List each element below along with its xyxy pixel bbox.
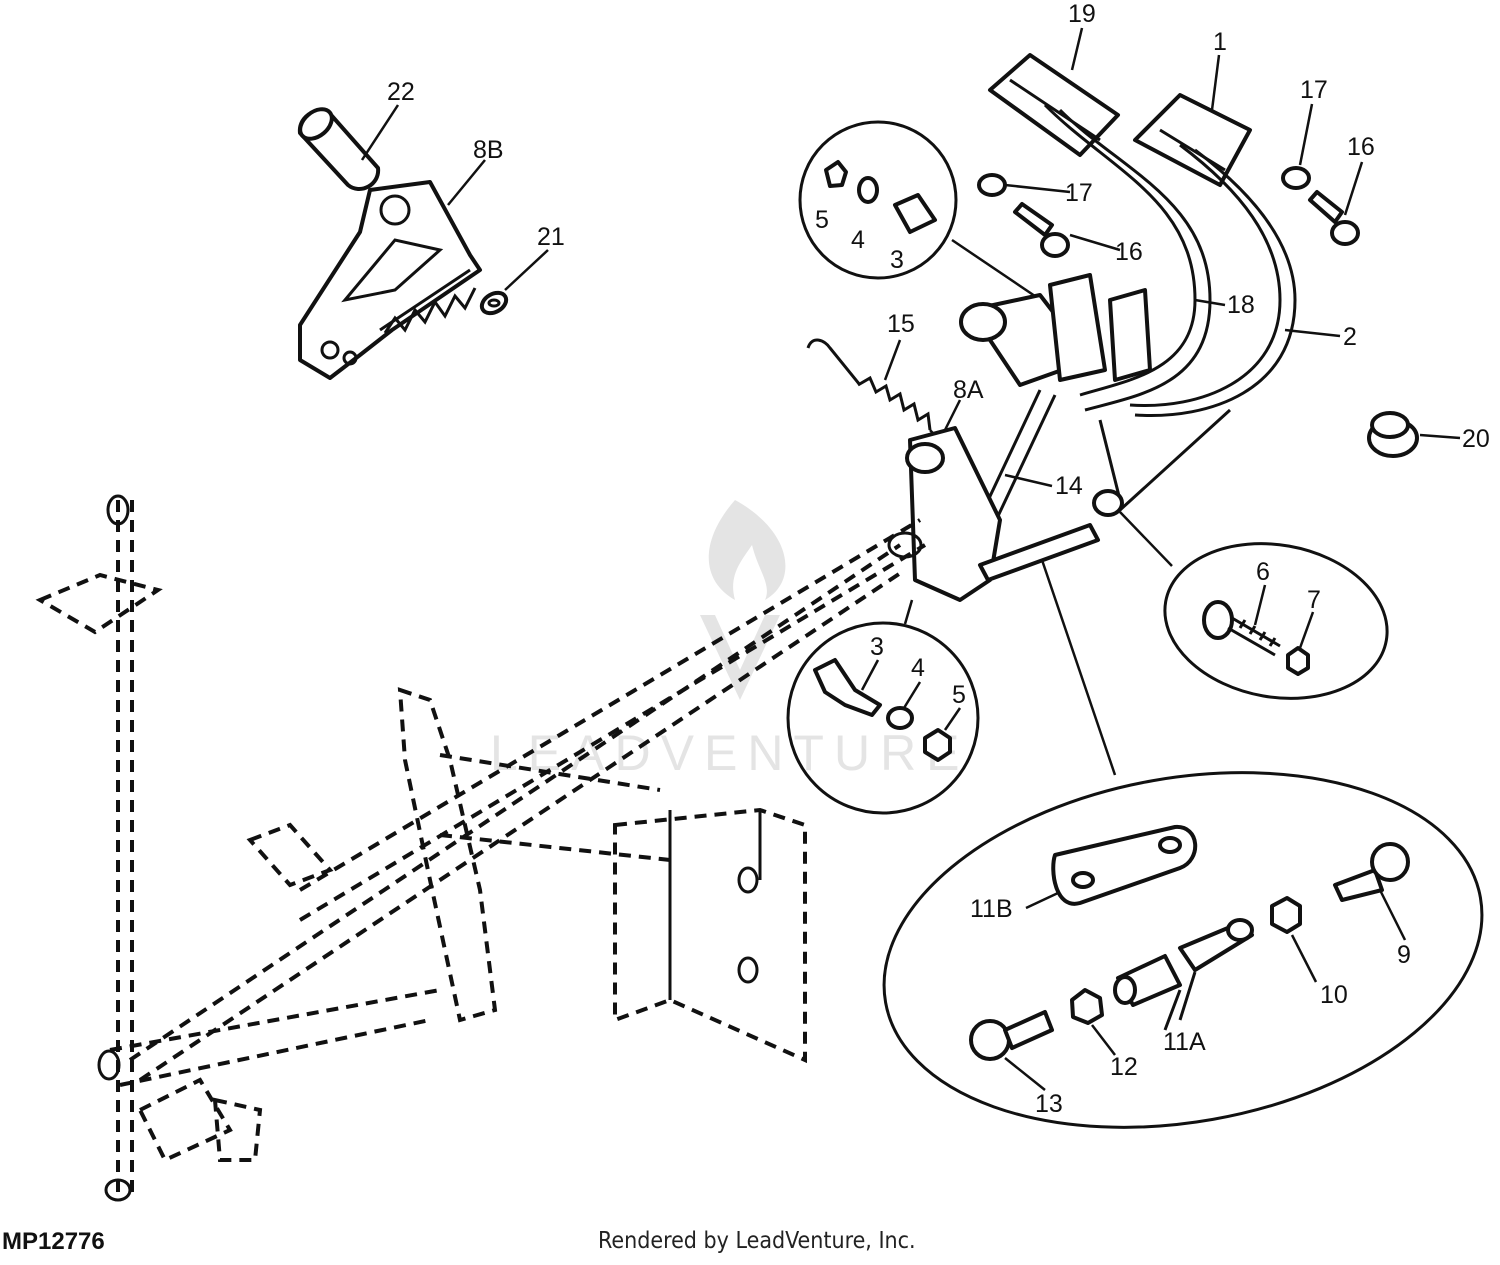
callout-4-top: 4	[851, 226, 865, 254]
callout-18: 18	[1227, 291, 1255, 319]
callout-8b: 8B	[473, 136, 504, 164]
render-credit: Rendered by LeadVenture, Inc.	[598, 1228, 916, 1254]
detail-ellipse-6-7	[1119, 511, 1389, 700]
callout-7: 7	[1307, 586, 1321, 614]
callout-6: 6	[1256, 558, 1270, 586]
washer-17-top	[977, 166, 1311, 197]
callout-14: 14	[1055, 472, 1083, 500]
diagram-code: MP12776	[2, 1228, 105, 1255]
callout-13: 13	[1035, 1090, 1063, 1118]
part-22-bushing	[297, 107, 381, 191]
part-18-pedal-arm	[1043, 103, 1212, 412]
part-2-pedal-arm	[1129, 143, 1297, 418]
part-19-pedal-pad	[988, 53, 1120, 157]
callout-leaders-top-right	[883, 27, 1461, 488]
part-20-plug	[1367, 411, 1419, 458]
callout-9: 9	[1397, 941, 1411, 969]
callout-22: 22	[387, 78, 415, 106]
callout-12: 12	[1110, 1053, 1138, 1081]
pedal-pivot-shaft	[959, 273, 1152, 387]
callout-16-left: 16	[1115, 238, 1143, 266]
callout-3-bottom: 3	[870, 633, 884, 661]
callout-15: 15	[887, 310, 915, 338]
callout-8a: 8A	[953, 376, 984, 404]
part-21-washer	[479, 290, 509, 316]
callout-4-bottom: 4	[911, 654, 925, 682]
callout-11b: 11B	[970, 895, 1013, 923]
callout-20: 20	[1462, 425, 1490, 453]
phantom-linkage	[35, 494, 927, 1202]
callout-16-right: 16	[1347, 133, 1375, 161]
callout-5-bottom: 5	[952, 681, 966, 709]
callout-21: 21	[537, 223, 565, 251]
bolt-16	[1013, 190, 1360, 258]
callout-leaders-top-left	[360, 104, 549, 291]
callout-10: 10	[1320, 981, 1348, 1009]
callout-19: 19	[1068, 0, 1096, 28]
watermark-text: LEADVENTURE	[490, 725, 970, 781]
detail-circle-bottom	[786, 599, 980, 815]
callout-2: 2	[1343, 323, 1357, 351]
callout-1: 1	[1213, 28, 1227, 56]
callout-3-top: 3	[890, 246, 904, 274]
part-8b-bracket	[298, 180, 482, 380]
callout-17-right: 17	[1300, 76, 1328, 104]
detail-ellipse-large	[882, 559, 1484, 1129]
part-6-7-link-rod	[978, 489, 1124, 582]
watermark: LEADVENTURE	[490, 500, 970, 781]
part-1-pedal-pad	[1133, 93, 1252, 187]
callout-17-left: 17	[1065, 179, 1093, 207]
callout-5-top: 5	[815, 206, 829, 234]
callout-11a: 11A	[1163, 1028, 1206, 1056]
